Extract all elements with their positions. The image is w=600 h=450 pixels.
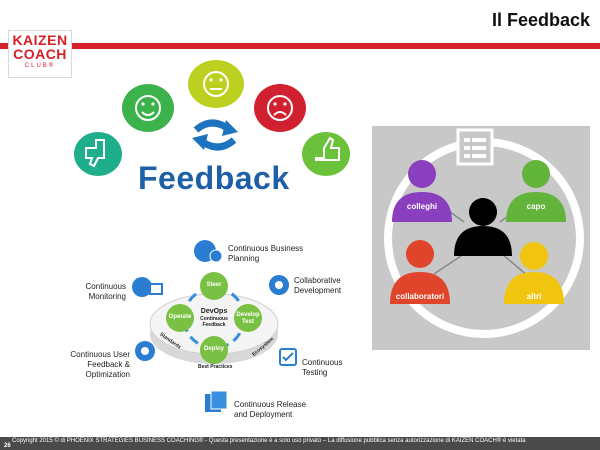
feedback-word: Feedback — [138, 160, 290, 196]
devops-center-title: DevOps — [200, 308, 228, 315]
label-user-feedback: Continuous User Feedback & Optimization — [70, 350, 130, 379]
person-colleghi-icon — [392, 160, 452, 222]
page-title: Il Feedback — [491, 10, 590, 30]
devops-operate: Operate — [168, 314, 192, 320]
page-number: 26 — [4, 443, 11, 449]
smiley-happy-bubble-icon — [122, 84, 174, 132]
monitoring-icon — [132, 277, 163, 297]
smiley-sad-bubble-icon — [254, 84, 306, 132]
collaborative-development-icon — [269, 275, 289, 295]
role-altri: altri — [526, 292, 542, 301]
logo-line-1: KAIZEN — [12, 32, 68, 48]
thumbs-up-bubble-icon — [302, 132, 350, 176]
footer-bar: Copyright 2015 © di PHOENIX STRATEGIES B… — [0, 437, 600, 450]
kaizen-coach-logo: KAIZEN COACH CLUB® — [8, 30, 72, 78]
cycle-arrows-icon — [192, 119, 238, 151]
release-deployment-icon — [205, 390, 228, 412]
logo-line-2: COACH — [13, 46, 67, 62]
devops-base-bottom: Best Practices — [198, 364, 233, 370]
devops-steer: Steer — [206, 282, 222, 288]
devops-platform — [149, 272, 279, 364]
continuous-testing-icon — [279, 348, 297, 366]
label-monitoring: Continuous Monitoring — [85, 282, 126, 301]
logo-line-3: CLUB® — [24, 63, 56, 69]
smiley-neutral-bubble-icon — [188, 60, 244, 108]
user-feedback-icon — [135, 341, 155, 361]
clipboard-icon — [456, 128, 494, 166]
label-continuous-testing: Continuous Testing — [302, 358, 343, 377]
role-capo: capo — [526, 202, 546, 211]
person-center-icon — [454, 198, 512, 256]
role-colleghi: colleghi — [406, 202, 438, 211]
roles-diagram — [384, 128, 584, 338]
devops-develop-test: Develop Test — [236, 312, 260, 325]
label-collaborative-development: Collaborative Development — [294, 276, 342, 295]
footer-copyright: Copyright 2015 © di PHOENIX STRATEGIES B… — [12, 438, 526, 444]
label-business-planning: Continuous Business Planning — [228, 244, 304, 263]
devops-center-subtitle: Continuous Feedback — [200, 316, 228, 328]
person-altri-icon — [504, 242, 564, 304]
business-planning-icon — [194, 240, 222, 263]
feedback-illustration — [74, 60, 350, 176]
thumbs-down-bubble-icon — [74, 132, 122, 176]
role-collaboratori: collaboratori — [395, 292, 445, 301]
person-capo-icon — [506, 160, 566, 222]
label-release-deployment: Continuous Release and Deployment — [234, 400, 307, 419]
devops-deploy: Deploy — [203, 346, 224, 352]
person-collaboratori-icon — [390, 240, 450, 304]
header-red-line — [0, 43, 600, 49]
